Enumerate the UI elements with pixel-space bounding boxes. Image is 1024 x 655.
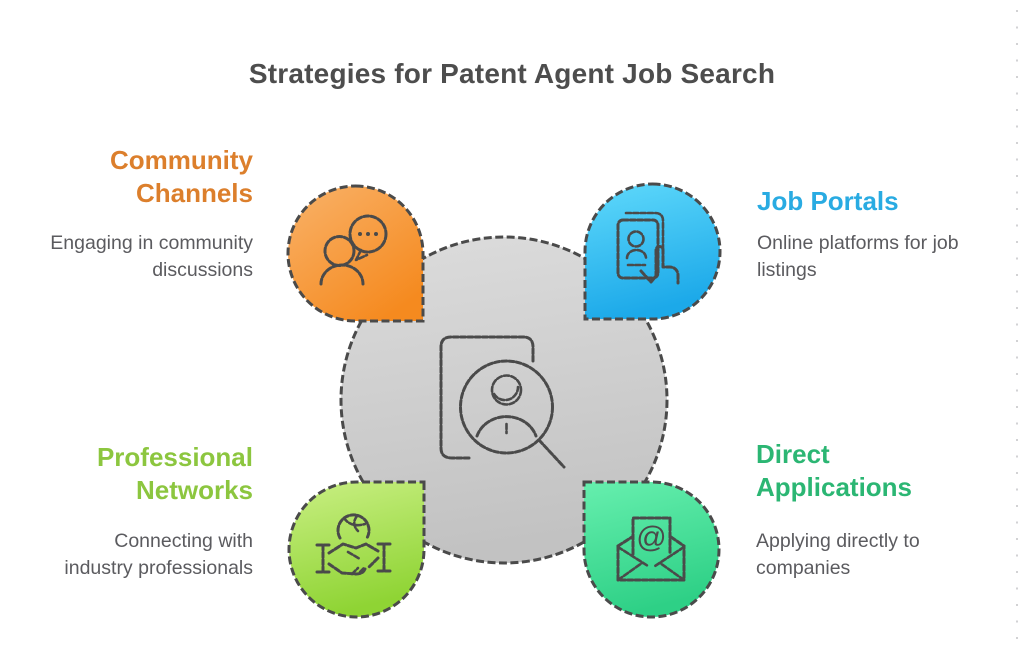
community-channels-heading: Community Channels	[110, 145, 253, 208]
profile-search-icon	[439, 335, 566, 469]
envelope-at-icon: @	[616, 516, 686, 582]
community-channels-shape	[286, 184, 425, 323]
job-portals-shape	[583, 182, 722, 321]
job-portals-heading: Job Portals	[757, 186, 899, 216]
professional-networks-heading: Professional Networks	[96, 442, 253, 505]
person-chat-icon	[319, 214, 388, 286]
community-channels-description: Engaging in community discussions	[50, 232, 253, 281]
job-portals-description: Online platforms for job listings	[757, 232, 959, 281]
page-title: Strategies for Patent Agent Job Search	[248, 58, 776, 89]
direct-applications-shape: @	[582, 480, 721, 619]
handshake-globe-icon	[315, 513, 392, 576]
professional-networks-shape	[287, 480, 426, 619]
direct-applications-heading: Direct Applications	[756, 439, 913, 502]
dotted-edge-decoration	[1016, 10, 1018, 651]
professional-networks-description: Connecting with industry professionals	[64, 530, 253, 579]
at-symbol: @	[636, 521, 666, 554]
resume-tap-icon	[616, 211, 680, 285]
direct-applications-description: Applying directly to companies	[756, 530, 920, 579]
